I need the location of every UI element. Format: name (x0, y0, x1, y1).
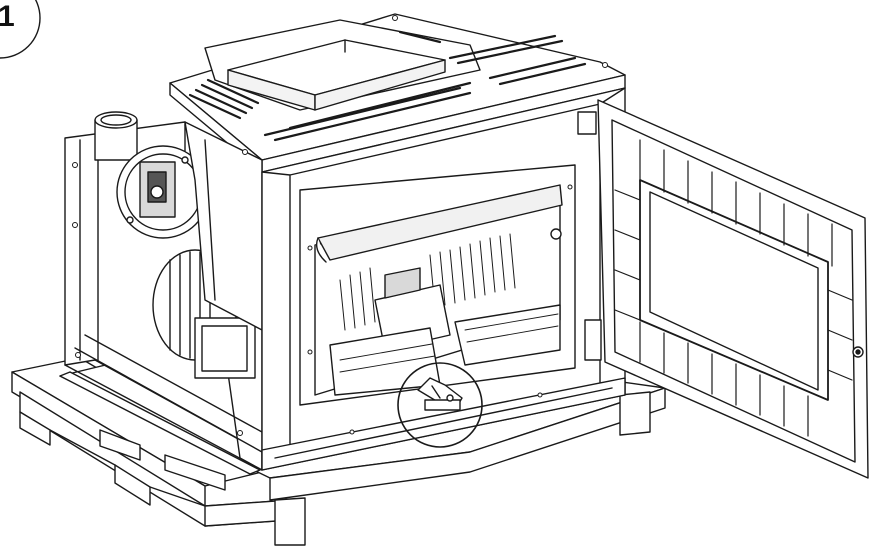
step-number: 1 (0, 0, 15, 33)
pellet-hopper-opening (204, 19, 481, 111)
open-glass-door (597, 99, 869, 479)
hopper-chute (184, 121, 263, 331)
firebox (299, 164, 576, 406)
top-vent-slots (188, 30, 587, 142)
step-badge (0, 0, 41, 59)
combustion-fan (116, 145, 210, 239)
door-hinge (550, 111, 602, 361)
door-latch-detail (397, 362, 483, 448)
exhaust-pipe (94, 111, 138, 161)
screws (72, 15, 608, 436)
